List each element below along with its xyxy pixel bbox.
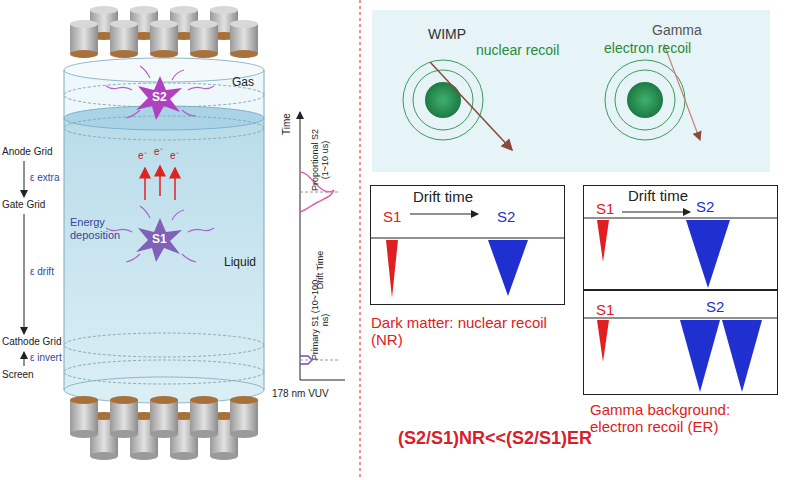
vessel-wall [264, 70, 265, 390]
pmt-array [70, 6, 258, 58]
grid-label: Screen [2, 369, 34, 381]
drift-arrow [410, 214, 478, 215]
cathode-grid [64, 333, 264, 357]
pulse-box: Drift timeS1 S2 [583, 185, 778, 290]
gate-grid [64, 116, 264, 140]
pulse-label: Proportional S2 (1~10 us) [310, 121, 331, 199]
field-label: ε invert [30, 352, 62, 364]
recoil-label: nuclear recoil [476, 42, 559, 58]
pulse-box: S1S2Gamma background: electron recoil (E… [583, 290, 778, 395]
s1-pulse [597, 220, 609, 262]
s1-flash [136, 218, 182, 262]
s2-pulse [722, 320, 762, 392]
grid-label: Gate Grid [2, 199, 45, 211]
drift-arrow [622, 212, 690, 213]
field-arrows [24, 161, 25, 366]
panel-ground [372, 10, 770, 172]
signal-label: S1 [152, 233, 167, 247]
pulse-label: Primary S1 (10~100 ns) [310, 279, 331, 361]
signal-label: S2 [706, 298, 724, 315]
timeline [300, 112, 345, 380]
signal-label: S2 [497, 208, 515, 225]
electron-label: e⁻ [170, 150, 179, 162]
interval-label: Drift time [413, 188, 473, 205]
nucleus [627, 82, 663, 118]
vessel-wall [64, 70, 65, 390]
field-label: ε extra [30, 172, 59, 184]
event-label: Energy deposition [70, 216, 134, 241]
photon-rays [106, 66, 214, 262]
signal-label: S1 [383, 208, 401, 225]
axis-label: Time [281, 113, 293, 135]
particle-label: Gamma [652, 22, 702, 38]
axis-label: 178 nm VUV [272, 388, 329, 400]
nucleus [425, 82, 461, 118]
region-label: Gas [232, 76, 254, 90]
screen-grid [64, 360, 264, 384]
ratio-formula: (S2/S1)NR<<(S2/S1)ER [398, 428, 592, 449]
caption-label: Gamma background: electron recoil (ER) [590, 401, 780, 436]
recoil-panel: WIMP nuclear recoil Gamma electron recoil [372, 10, 770, 172]
s2-pulse [680, 320, 720, 392]
divider [360, 0, 361, 480]
wimp-track [430, 62, 512, 150]
field-label: ε drift [30, 266, 54, 278]
signal-label: S1 [596, 301, 614, 318]
signal-label: S1 [596, 200, 614, 217]
s1-pulse [386, 240, 398, 298]
grid-label: Cathode Grid [2, 336, 61, 348]
electron-drift-arrows [145, 166, 175, 200]
liquid-xenon [64, 118, 264, 390]
s1-pulse [597, 320, 609, 362]
baseline [370, 238, 565, 239]
caption-label: Dark matter: nuclear recoil (NR) [371, 314, 571, 349]
interval-label: Drift time [628, 187, 688, 204]
signal-label: S2 [152, 91, 167, 105]
signal-label: S2 [696, 198, 714, 215]
gamma-track [664, 44, 700, 140]
recoil-label: electron recoil [604, 40, 691, 56]
particle-label: WIMP [428, 26, 466, 42]
liquid-surface [64, 106, 264, 130]
electron-label: e⁻ [138, 150, 147, 162]
s2-pulse [488, 240, 528, 296]
grid-label: Anode Grid [2, 146, 53, 158]
electron-label: e⁻ [154, 146, 163, 158]
s2-flash [136, 76, 182, 120]
pulse-box: Drift timeS1S2Dark matter: nuclear recoi… [370, 185, 565, 305]
region-label: Liquid [224, 256, 256, 270]
s2-pulse [686, 220, 730, 288]
recoil-rings [403, 60, 685, 140]
vessel [64, 70, 264, 390]
pmt-array [70, 396, 258, 460]
baseline [583, 218, 778, 219]
